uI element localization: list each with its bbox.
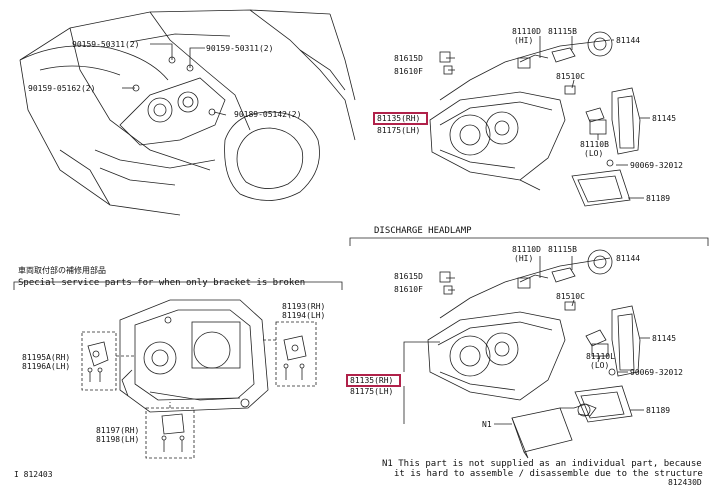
highlight-81135-rh-top [373,112,428,125]
callout-90189-05142: 90189-05142(2) [234,110,302,119]
label-81110l-bottom: 81110L [586,352,615,361]
label-81195a-rh: 81195A(RH) [22,353,71,362]
label-81198-lh: 81198(LH) [96,435,140,444]
label-81615d-top: 81615D [394,54,423,63]
highlight-81135-rh-bottom [346,374,401,387]
discharge-headlamp-assembly [403,249,650,459]
label-81135-rh-top: 81135(RH) [377,114,421,123]
diagram-code-left: I 812403 [14,470,53,479]
bracket-title-japanese: 車両取付部の補修用部品 [18,266,106,275]
bracket-title-english: Special service parts for when only brac… [18,278,306,288]
label-lo-bottom: (LO) [590,361,610,370]
label-81193-rh: 81193(RH) [282,302,326,311]
label-hi-bottom: (HI) [514,254,534,263]
halogen-headlamp-assembly [429,31,650,207]
bracket-section [13,281,343,459]
label-81175-lh-bottom: 81175(LH) [350,387,394,396]
label-81175-lh-top: 81175(LH) [377,126,421,135]
label-81115b-top: 81115B [548,27,577,36]
label-81197-rh: 81197(RH) [96,426,140,435]
label-81144-bottom: 81144 [616,254,641,263]
footnote-line-2: it is hard to assemble / disassemble due… [394,469,703,479]
label-81110d-top: 81110D [512,27,541,36]
diagram-code-right: 812430D [668,478,702,487]
label-81196a-lh: 81196A(LH) [22,362,71,371]
label-hi-top: (HI) [514,36,534,45]
footnote-line-1: N1 This part is not supplied as an indiv… [382,459,702,469]
label-81145-top: 81145 [652,114,677,123]
car-front-illustration [19,9,356,216]
label-81110d-bottom: 81110D [512,245,541,254]
label-81145-bottom: 81145 [652,334,677,343]
label-81189-bottom: 81189 [646,406,671,415]
label-81610f-top: 81610F [394,67,423,76]
label-81115b-bottom: 81115B [548,245,577,254]
label-90069-bottom: 90069-32012 [630,368,683,377]
label-n1: N1 [482,420,492,429]
label-81615d-bottom: 81615D [394,272,423,281]
callout-90159-05162: 90159-05162(2) [28,84,96,93]
callout-90159-50311-b: 90159-50311(2) [206,44,274,53]
label-lo-top: (LO) [584,149,604,158]
label-81510c-top: 81510C [556,72,585,81]
label-81610f-bottom: 81610F [394,285,423,294]
label-90069-top: 90069-32012 [630,161,683,170]
label-81144-top: 81144 [616,36,641,45]
label-81510c-bottom: 81510C [556,292,585,301]
label-81135-rh-bottom: 81135(RH) [350,376,394,385]
label-81110b-top: 81110B [580,140,609,149]
label-81194-lh: 81194(LH) [282,311,326,320]
callout-90159-50311-a: 90159-50311(2) [72,40,140,49]
discharge-headlamp-title: DISCHARGE HEADLAMP [374,226,472,236]
label-81189-top: 81189 [646,194,671,203]
